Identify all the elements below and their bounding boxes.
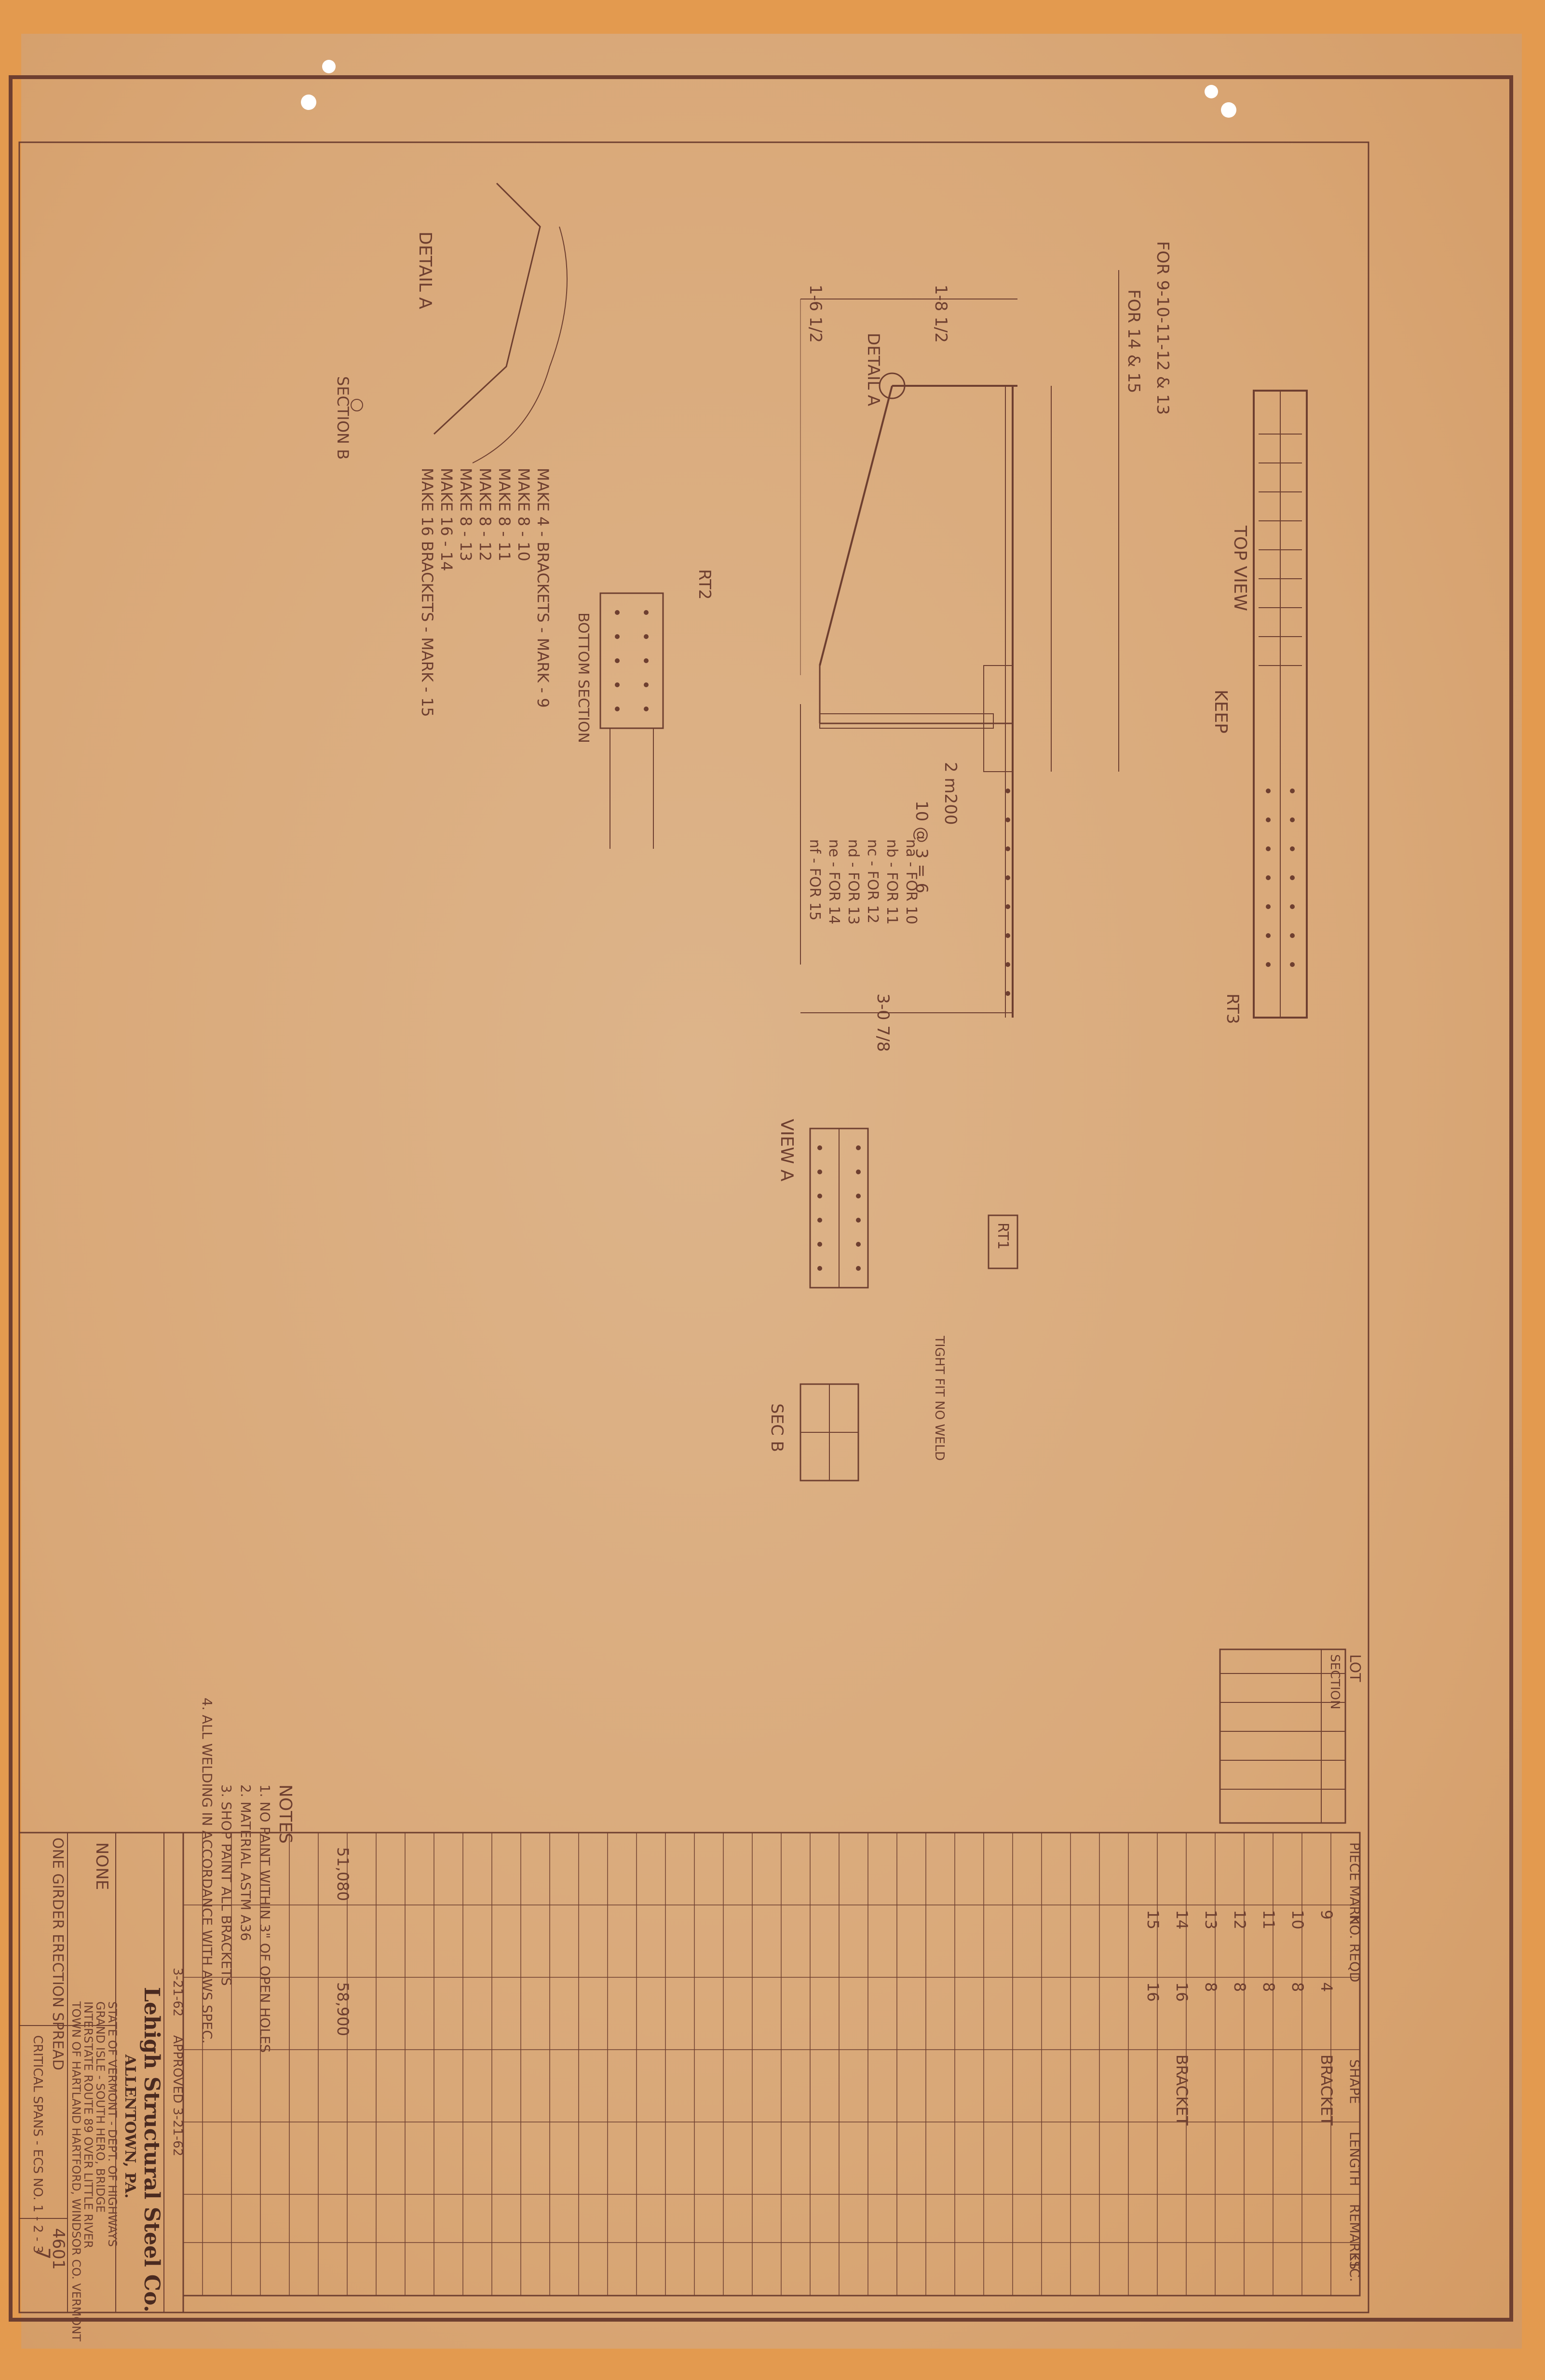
company-city: ALLENTOWN, PA. [122, 2054, 138, 2198]
mark-table-row: nc - FOR 12 [864, 839, 881, 924]
drawing-title: ONE GIRDER ERECTION SPREAD [49, 1837, 66, 2070]
bill-cell-qty: 4 [1317, 1982, 1336, 1992]
scale-value: NONE [92, 1842, 111, 1890]
label-section-b: SECTION B [334, 376, 352, 460]
bill-header: SHAPE [1347, 2059, 1363, 2104]
label-rt1: RT1 [994, 1223, 1011, 1250]
client-line: GRAND ISLE - SOUTH HERO, BRIDGE [94, 2001, 107, 2213]
label-dim-2: 1-8 1/2 [931, 285, 950, 343]
note-item: 2. MATERIAL ASTM A36 [238, 1784, 254, 1941]
mark-table-row: nb - FOR 11 [883, 839, 900, 925]
notes: NOTES 1. NO PAINT WITHIN 3" OF OPEN HOLE… [199, 1698, 295, 2053]
view-a: VIEW A RT1 [777, 1119, 1018, 1289]
punch-hole [301, 95, 316, 110]
company-name: Lehigh Structural Steel Co. [139, 1987, 164, 2312]
inner-border [18, 141, 1369, 2313]
bill-cell-mark: 13 [1202, 1910, 1220, 1930]
label-m200: 2 m200 [941, 762, 960, 825]
bill-header: PIECE MARK [1347, 1842, 1363, 1925]
note-item: 3. SHOP PAINT ALL BRACKETS [218, 1784, 234, 1986]
section-b-detail: SEC B TIGHT FIT NO WELD [767, 1335, 947, 1482]
outer-border [9, 75, 1513, 2322]
bill-cell-mark: 14 [1173, 1910, 1191, 1930]
punch-hole [322, 60, 336, 73]
bill-cell-mark: 9 [1317, 1910, 1336, 1919]
job-line: CRITICAL SPANS - ECS NO. 1 - 2 - 3 [30, 2035, 45, 2254]
label-detail-a-title: DETAIL A [415, 231, 435, 309]
bill-cell-qty: 16 [1173, 1982, 1191, 2002]
bill-cell-mark: 15 [1144, 1910, 1162, 1930]
bill-header: ETC. [1347, 2252, 1363, 2282]
bill-cell-qty: 16 [1144, 1982, 1162, 2002]
lot-table-title: LOT [1346, 1654, 1363, 1682]
top-view-title: TOP VIEW [1230, 525, 1250, 611]
bill-cell-shape: BRACKET [1317, 2054, 1336, 2126]
bracket-elevation: DETAIL A 1-6 1/2 1-8 1/2 FOR 9-10-11-12 … [695, 241, 1250, 1052]
label-spacing: 10 @ 3 = 6 [912, 801, 931, 893]
bill-grid: PIECE MARK NO. REQD SHAPE LENGTH REMARKS… [182, 1832, 1363, 2297]
contract-number: 4601 [49, 2228, 68, 2270]
label-sec-b: SEC B [767, 1403, 786, 1452]
sheet-number: 7 [31, 2247, 54, 2259]
label-view-a: VIEW A [777, 1119, 797, 1182]
marks-list-row: MAKE 8 - 11 [495, 468, 514, 561]
label-detail-a: DETAIL A [864, 333, 883, 406]
revision-entry: APPROVED 3-21-62 [170, 2035, 185, 2156]
label-bottom-section: BOTTOM SECTION [575, 612, 592, 743]
title-block: Lehigh Structural Steel Co. ALLENTOWN, P… [18, 1832, 185, 2341]
bill-cell-qty: 8 [1231, 1982, 1249, 1992]
lot-table-section: SECTION [1328, 1654, 1342, 1710]
lot-table: LOT SECTION [1219, 1648, 1363, 1824]
marks-list-row: MAKE 8 - 10 [515, 468, 533, 561]
bottom-section: BOTTOM SECTION [575, 592, 664, 849]
bill-cell-qty: 8 [1288, 1982, 1307, 1992]
top-view [1253, 390, 1308, 1019]
bill-header: LENGTH [1347, 2132, 1363, 2186]
bill-header: NO. REQD [1347, 1915, 1363, 1982]
bill-cell-mark: 10 [1288, 1910, 1307, 1930]
marks-list-row: MAKE 16 BRACKETS - MARK - 15 [418, 468, 436, 717]
client-line: INTERSTATE ROUTE 89 OVER LITTLE RIVER [81, 2001, 95, 2248]
label-rt2: RT2 [695, 569, 714, 600]
label-for-marks: FOR 9-10-11-12 & 13 [1153, 241, 1172, 415]
drawing-paper [21, 34, 1522, 2349]
marks-list-row: MAKE 8 - 12 [476, 468, 494, 561]
note-item: 4. ALL WELDING IN ACCORDANCE WITH AWS SP… [199, 1698, 215, 2044]
bill-total: 58,900 [334, 1982, 352, 2036]
label-dim-1: 1-6 1/2 [806, 285, 825, 343]
bill-cell-shape: BRACKET [1173, 2054, 1191, 2126]
label-rt3: RT3 [1223, 993, 1242, 1024]
mark-table-row: ne - FOR 14 [826, 839, 842, 925]
marks-list-title: MAKE 4 - BRACKETS - MARK - 9 [534, 468, 552, 708]
mark-table-row: na - FOR 10 [903, 839, 920, 925]
marks-list: MAKE 4 - BRACKETS - MARK - 9 MAKE 8 - 10… [418, 468, 552, 717]
bill-cell-mark: 12 [1231, 1910, 1249, 1930]
bill-cell-qty: 8 [1202, 1982, 1220, 1992]
mark-table-row: nf - FOR 15 [806, 839, 823, 921]
bill-cell-qty: 8 [1260, 1982, 1278, 1992]
label-for-14: FOR 14 & 15 [1124, 289, 1143, 393]
punch-hole [1221, 102, 1236, 118]
marks-list-row: MAKE 16 - 14 [437, 468, 456, 571]
revision-date: 3-21-62 [170, 1968, 185, 2016]
label-tight-fit: TIGHT FIT NO WELD [932, 1335, 947, 1461]
punch-hole [1205, 85, 1218, 98]
top-view-keep: KEEP [1211, 690, 1231, 734]
note-item: 1. NO PAINT WITHIN 3" OF OPEN HOLES [257, 1784, 273, 2053]
bill-header: REMARKS [1347, 2204, 1363, 2270]
label-overall: 3-0 7/8 [873, 993, 893, 1052]
client-line: TOWN OF HARTLAND HARTFORD, WINDSOR CO. V… [69, 2001, 83, 2341]
detail-a: DETAIL A SECTION B [334, 182, 568, 463]
mark-table-row: nd - FOR 13 [845, 839, 862, 925]
marks-list-row: MAKE 8 - 13 [457, 468, 475, 561]
notes-heading: NOTES [275, 1784, 295, 1844]
client-line: STATE OF VERMONT - DEPT. OF HIGHWAYS [106, 2001, 119, 2247]
bill-cell-mark: 11 [1260, 1910, 1278, 1930]
bill-total: 51,080 [334, 1847, 352, 1901]
